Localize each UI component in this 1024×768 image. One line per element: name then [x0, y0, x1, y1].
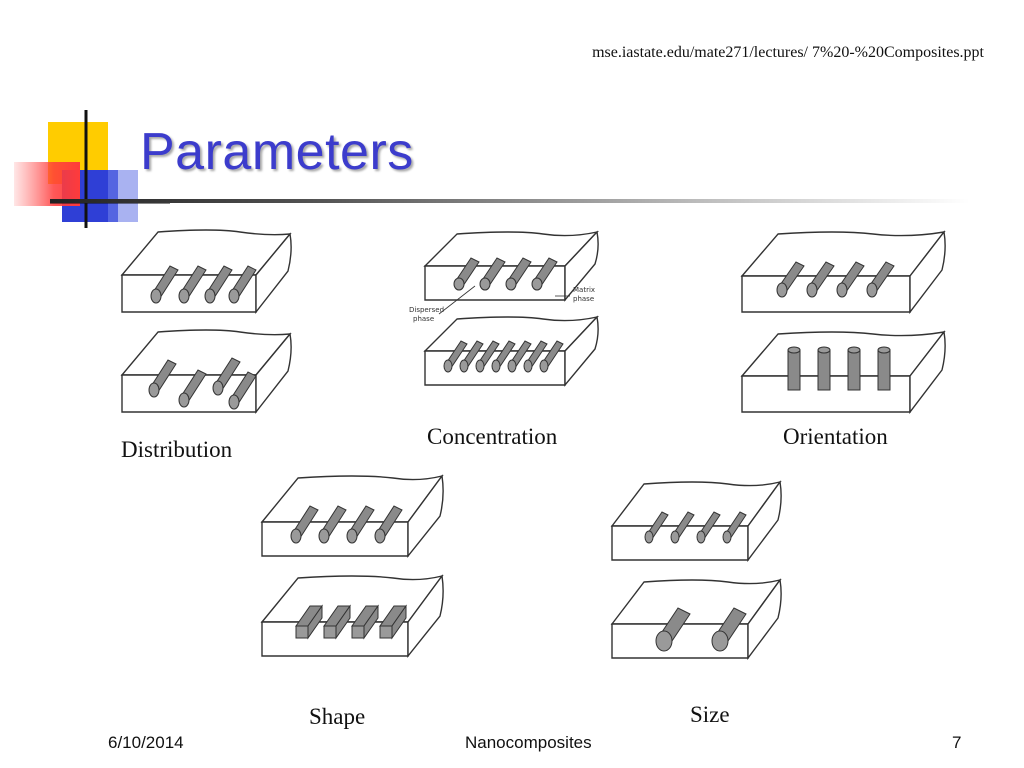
footer-title: Nanocomposites	[465, 733, 592, 752]
size-large-fibers	[655, 607, 747, 652]
source-url: mse.iastate.edu/mate271/lectures/ 7%20-%…	[592, 44, 984, 61]
slide-title: Parameters	[140, 123, 414, 181]
concentration-block-top: Matrix phase Dispersed phase	[409, 230, 600, 323]
shape-block-bottom	[260, 574, 444, 658]
shape-figure	[260, 474, 444, 658]
size-figure	[610, 480, 782, 661]
caption-shape: Shape	[309, 704, 366, 729]
orientation-block-top	[740, 230, 946, 315]
title-underline	[50, 199, 970, 203]
shape-square-fibers	[295, 604, 407, 640]
distribution-fibers-top	[150, 265, 257, 304]
matrix-phase-label: Matrix	[573, 286, 595, 294]
distribution-figure	[120, 229, 292, 415]
footer-date: 6/10/2014	[108, 733, 184, 752]
shape-block-top	[260, 474, 444, 558]
caption-concentration: Concentration	[427, 424, 558, 449]
caption-orientation: Orientation	[783, 424, 888, 449]
distribution-block-bottom	[120, 329, 292, 415]
orientation-block-bottom	[740, 330, 946, 415]
svg-text:phase: phase	[573, 295, 594, 303]
caption-distribution: Distribution	[121, 437, 233, 462]
svg-text:phase: phase	[413, 315, 434, 323]
distribution-fibers-bottom	[148, 357, 257, 410]
orientation-figure	[740, 230, 946, 415]
concentration-block-bottom	[423, 315, 600, 387]
dispersed-phase-label: Dispersed	[409, 306, 444, 314]
concentration-figure: Matrix phase Dispersed phase	[409, 230, 600, 387]
size-block-bottom	[610, 578, 782, 661]
orientation-vertical-fibers	[787, 346, 891, 391]
slide-number: 7	[952, 733, 962, 752]
distribution-block-top	[120, 229, 292, 315]
size-block-top	[610, 480, 782, 563]
caption-size: Size	[690, 702, 730, 727]
